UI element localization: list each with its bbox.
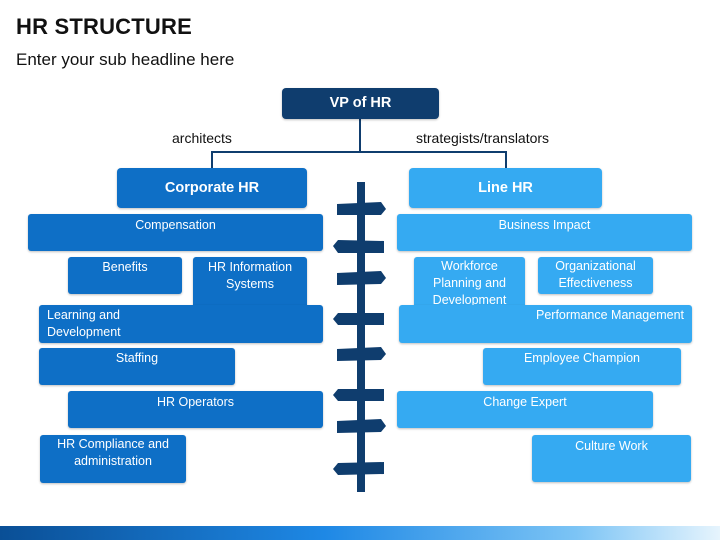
employee-champion-box: Employee Champion <box>483 348 681 385</box>
learning-and-development-box: Learning and Development <box>39 305 323 343</box>
staffing-box: Staffing <box>39 348 235 385</box>
culture-work-box: Culture Work <box>532 435 691 482</box>
benefits-box: Benefits <box>68 257 182 294</box>
workforce-planning-box: Workforce Planning and Development <box>414 257 525 310</box>
change-expert-box: Change Expert <box>397 391 653 428</box>
hr-operators-box: HR Operators <box>68 391 323 428</box>
page-subtitle: Enter your sub headline here <box>16 50 235 69</box>
architects-label: architects <box>172 130 232 146</box>
compensation-box: Compensation <box>28 214 323 251</box>
hr-information-systems-box: HR Information Systems <box>193 257 307 310</box>
connector-vertical-top <box>359 118 361 152</box>
connector-horizontal <box>211 151 507 153</box>
bottom-gradient-bar <box>0 526 720 540</box>
performance-management-box: Performance Management <box>399 305 692 343</box>
corporate-hr-header: Corporate HR <box>117 168 307 208</box>
line-hr-header: Line HR <box>409 168 602 208</box>
connector-right-drop <box>505 151 507 169</box>
vp-of-hr-box: VP of HR <box>282 88 439 119</box>
page-title: HR STRUCTURE <box>16 14 192 39</box>
strategists-label: strategists/translators <box>416 130 550 146</box>
connector-left-drop <box>211 151 213 169</box>
business-impact-box: Business Impact <box>397 214 692 251</box>
organizational-effectiveness-box: Organizational Effectiveness <box>538 257 653 294</box>
hr-compliance-box: HR Compliance and administration <box>40 435 186 483</box>
